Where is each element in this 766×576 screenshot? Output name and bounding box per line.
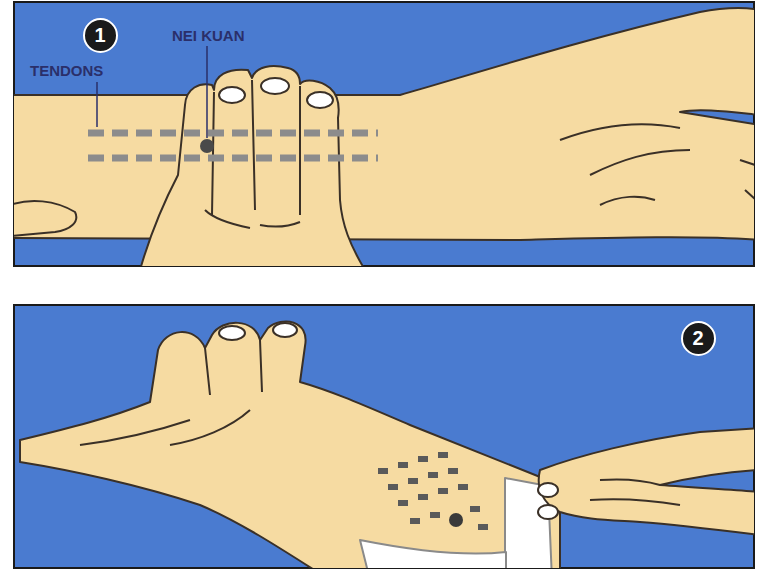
tendon-dash bbox=[398, 500, 408, 506]
callout-text: 2 bbox=[692, 327, 703, 350]
leader-line bbox=[206, 46, 208, 138]
tendon-dash bbox=[410, 518, 420, 524]
fingernail bbox=[273, 323, 297, 337]
tendon-dash bbox=[438, 452, 448, 458]
fingernail bbox=[219, 87, 245, 103]
hand-crease bbox=[560, 124, 754, 205]
tendon-dash bbox=[378, 468, 388, 474]
tendon-dash bbox=[408, 478, 418, 484]
callout-number: 1 bbox=[83, 18, 118, 53]
finger-gap bbox=[212, 80, 300, 215]
knuckle-crease bbox=[205, 210, 300, 228]
acupoint bbox=[449, 513, 463, 527]
tendon-dash bbox=[418, 494, 428, 500]
tendon-dash bbox=[388, 484, 398, 490]
tendon-dash bbox=[478, 524, 488, 530]
acupoint bbox=[200, 139, 214, 153]
fingernail bbox=[538, 505, 558, 519]
fingernail bbox=[219, 326, 245, 340]
tendon-dash bbox=[458, 484, 468, 490]
tendon-dash bbox=[448, 468, 458, 474]
arm bbox=[14, 8, 754, 240]
part-label: TENDONS bbox=[30, 63, 103, 80]
tendon-marks bbox=[88, 133, 378, 158]
tendon-dash bbox=[418, 456, 428, 462]
callout-text: 1 bbox=[94, 24, 105, 47]
palm-crease bbox=[80, 340, 262, 445]
arm bbox=[20, 322, 560, 568]
tendon-dash bbox=[438, 488, 448, 494]
finger-line bbox=[590, 479, 680, 505]
tendon-dash bbox=[428, 472, 438, 478]
callout-number: 2 bbox=[681, 321, 716, 356]
tendon-dash bbox=[430, 512, 440, 518]
tendon bbox=[88, 130, 378, 137]
fingernail bbox=[261, 78, 289, 94]
leader-line bbox=[96, 82, 98, 127]
fingernail bbox=[538, 483, 558, 497]
tendon-dash bbox=[398, 462, 408, 468]
tendon bbox=[88, 155, 378, 162]
helping-hand bbox=[539, 428, 754, 535]
thumb bbox=[14, 201, 76, 236]
point-label: NEI KUAN bbox=[172, 28, 245, 45]
measuring-hand bbox=[140, 66, 365, 266]
tendon-dash bbox=[470, 506, 480, 512]
tendon-marks bbox=[378, 452, 488, 530]
fingernail bbox=[307, 92, 333, 108]
wristband bbox=[360, 540, 506, 568]
